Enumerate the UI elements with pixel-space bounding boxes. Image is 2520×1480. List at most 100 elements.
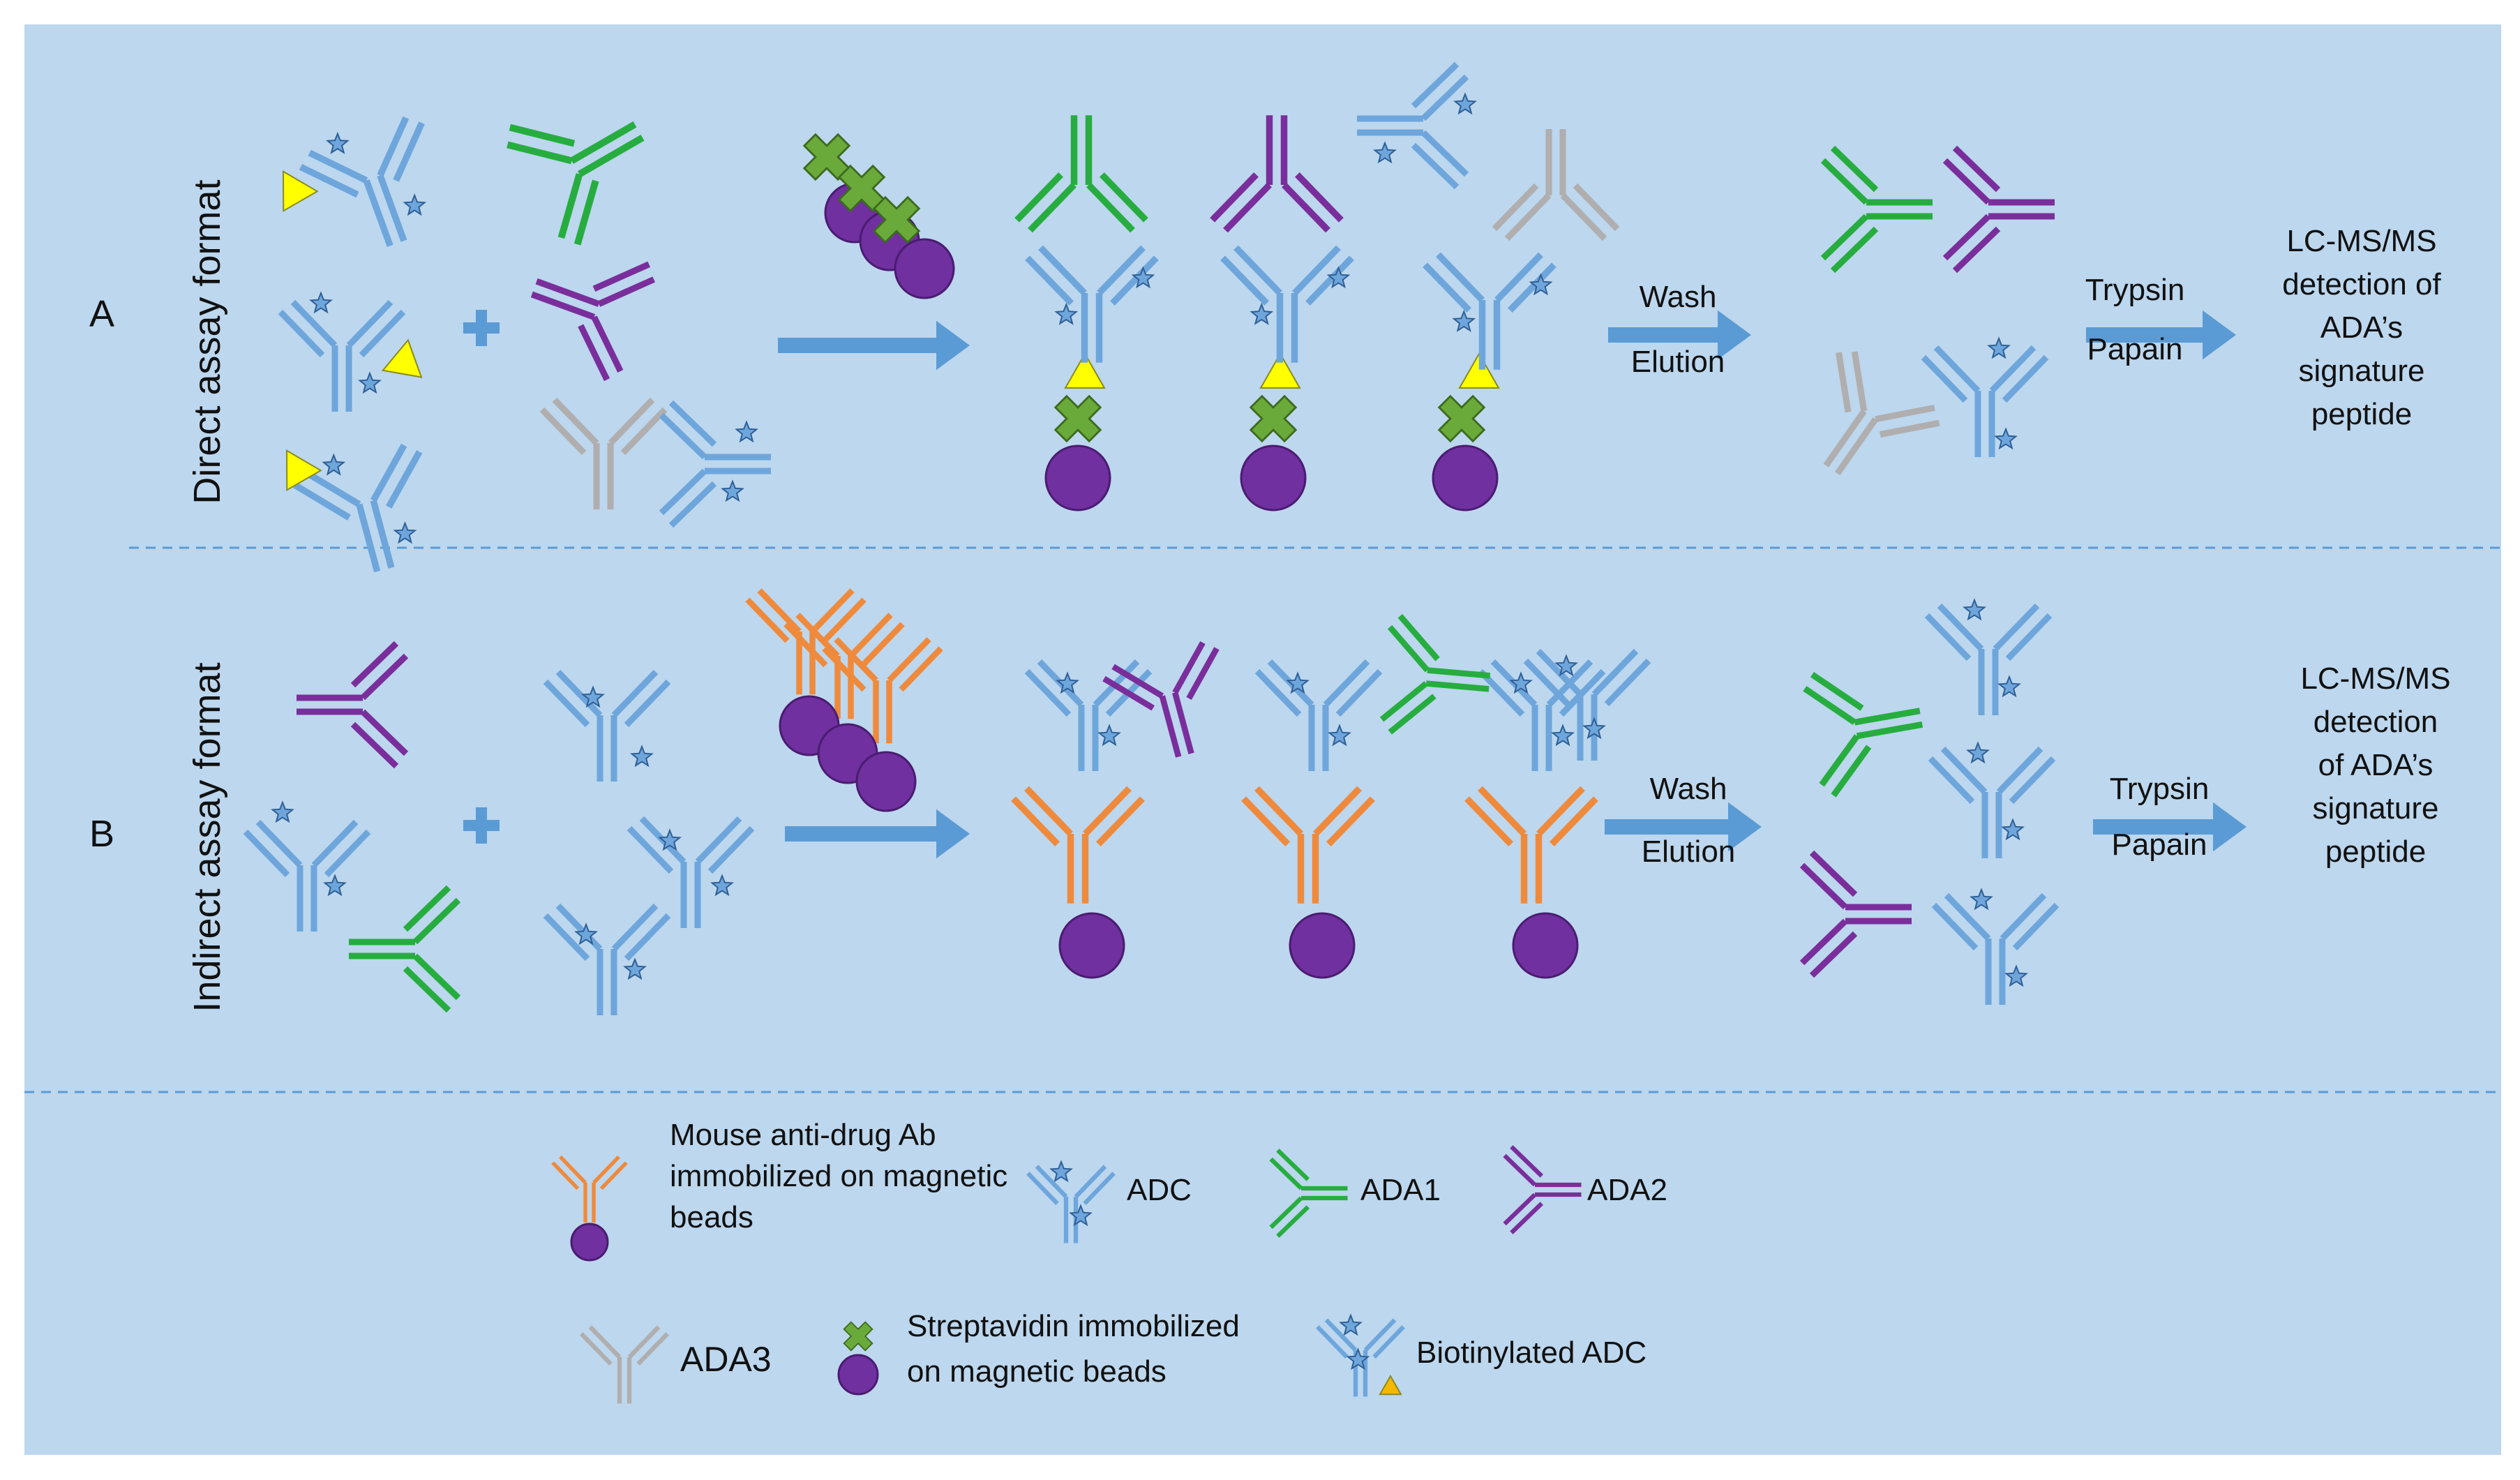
antibody-chain [1464,796,1513,846]
legend-adc-label: ADC [1127,1173,1192,1207]
streptavidin-icon [802,133,851,181]
antibody-chain [1388,694,1437,735]
antibody-chain [412,897,461,945]
antibody-chain [1292,245,1341,296]
adc-antibody-icon [1921,345,2049,457]
legend-ada1-icon [1269,1149,1348,1238]
adc-antibody-icon [659,400,771,528]
panel-background [24,24,2501,1455]
b-detection-line-2: detection [2313,705,2438,739]
antibody-chain [1560,193,1607,241]
ada2-antibody-icon [297,641,409,769]
antibody-chain [1810,671,1864,711]
b-papain-label: Papain [2111,828,2207,862]
antibody-chain [559,1155,587,1184]
legend-ada1-label: ADA1 [1360,1173,1441,1207]
triangle-icon [381,338,423,378]
legend-ada2-icon [1503,1145,1582,1234]
antibody-chain [350,722,399,769]
triangle-icon [1458,352,1500,389]
bead-icon [894,238,955,299]
antibody-chain [346,299,393,348]
b-detection-line-5: peptide [2325,835,2426,869]
star-icon [658,828,682,851]
antibody-chain [1508,262,1557,313]
antibody-chain [1536,786,1585,837]
antibody-chain [757,588,802,634]
antibody-chain [412,953,461,1001]
star-icon [2004,964,2028,987]
section-a-title: Direct assay format [186,179,228,504]
legend-mouse-ab-line-1: Mouse anti-drug Ab [670,1118,936,1152]
ada1-antibody-icon [1014,115,1148,233]
antibody-chain [1856,721,1923,740]
antibody-chain [1083,786,1132,837]
star-icon [1056,671,1079,694]
star-icon [322,453,346,476]
antibody-chain [1823,409,1867,468]
antibody-chain [592,1155,620,1184]
antibody-chain [1269,1196,1303,1229]
star-icon [1339,1313,1363,1336]
antibody-chain [350,641,399,688]
antibody-chain [299,163,359,198]
antibody-chain [1819,734,1860,787]
antibody-chain [370,443,407,502]
antibody-chain [834,637,878,682]
triangle-icon [1379,1374,1402,1396]
antibody-chain [403,966,451,1013]
antibody-chain [1809,850,1858,897]
mouse-ab-antibody-icon [1464,786,1598,904]
antibody-chain [1492,183,1539,232]
antibody-chain [1420,74,1469,121]
antibody-chain [1478,786,1527,837]
streptavidin-cross [802,133,851,181]
adc-antibody-icon [1026,1165,1116,1243]
adc-antibody-icon [543,669,671,782]
biotin-triangle [1064,352,1106,389]
antibody-chain [530,291,596,320]
section-a-letter: A [89,293,114,335]
bead-icon [1432,444,1499,511]
star-icon [1346,1347,1370,1370]
antibody-chain [668,400,717,447]
legend-streptavidin-line-1: Streptavidin immobilized [907,1309,1240,1343]
antibody-chain [1830,226,1879,274]
antibody-chain [599,1161,628,1190]
star-icon [1054,302,1079,325]
star-icon [623,957,647,980]
star-icon [721,479,744,502]
antibody-chain [243,829,290,878]
antibody-chain [624,679,671,728]
ada1-antibody-icon [1820,145,1933,274]
arrow-icon [2086,310,2236,360]
star-icon [1453,92,1477,115]
antibody-chain [1083,1172,1116,1205]
antibody-chain [1028,182,1077,233]
antibody-chain [360,709,409,756]
diagram-shapes [243,61,2247,1404]
antibody-chain [580,1332,613,1366]
antibody-chain [1831,745,1872,798]
streptavidin-cross [843,1321,873,1352]
antibody-chain [1305,255,1354,306]
antibody-chain [1835,417,1878,476]
antibody-chain [543,679,590,728]
star-icon [1529,273,1553,296]
antibody-chain [1924,613,1972,661]
antibody-chain [1820,214,1869,261]
antibody-chain [290,299,338,348]
antibody-chain [555,669,603,718]
bead-icon [855,751,917,812]
antibody-chain [1933,345,1981,394]
adc-antibody-icon [1931,892,2060,1005]
mouse-ab-antibody-icon [783,613,905,719]
ada1-antibody-icon [1803,671,1923,798]
antibody-chain [624,913,671,962]
ada2-antibody-icon [1210,115,1344,233]
adc-antibody-icon [1423,252,1557,370]
ada1-antibody-icon [1379,613,1491,735]
star-icon [323,874,347,897]
diagram-panel: A Direct assay format Wash Elution Tryps… [24,24,2501,1455]
antibody-chain [539,407,587,456]
